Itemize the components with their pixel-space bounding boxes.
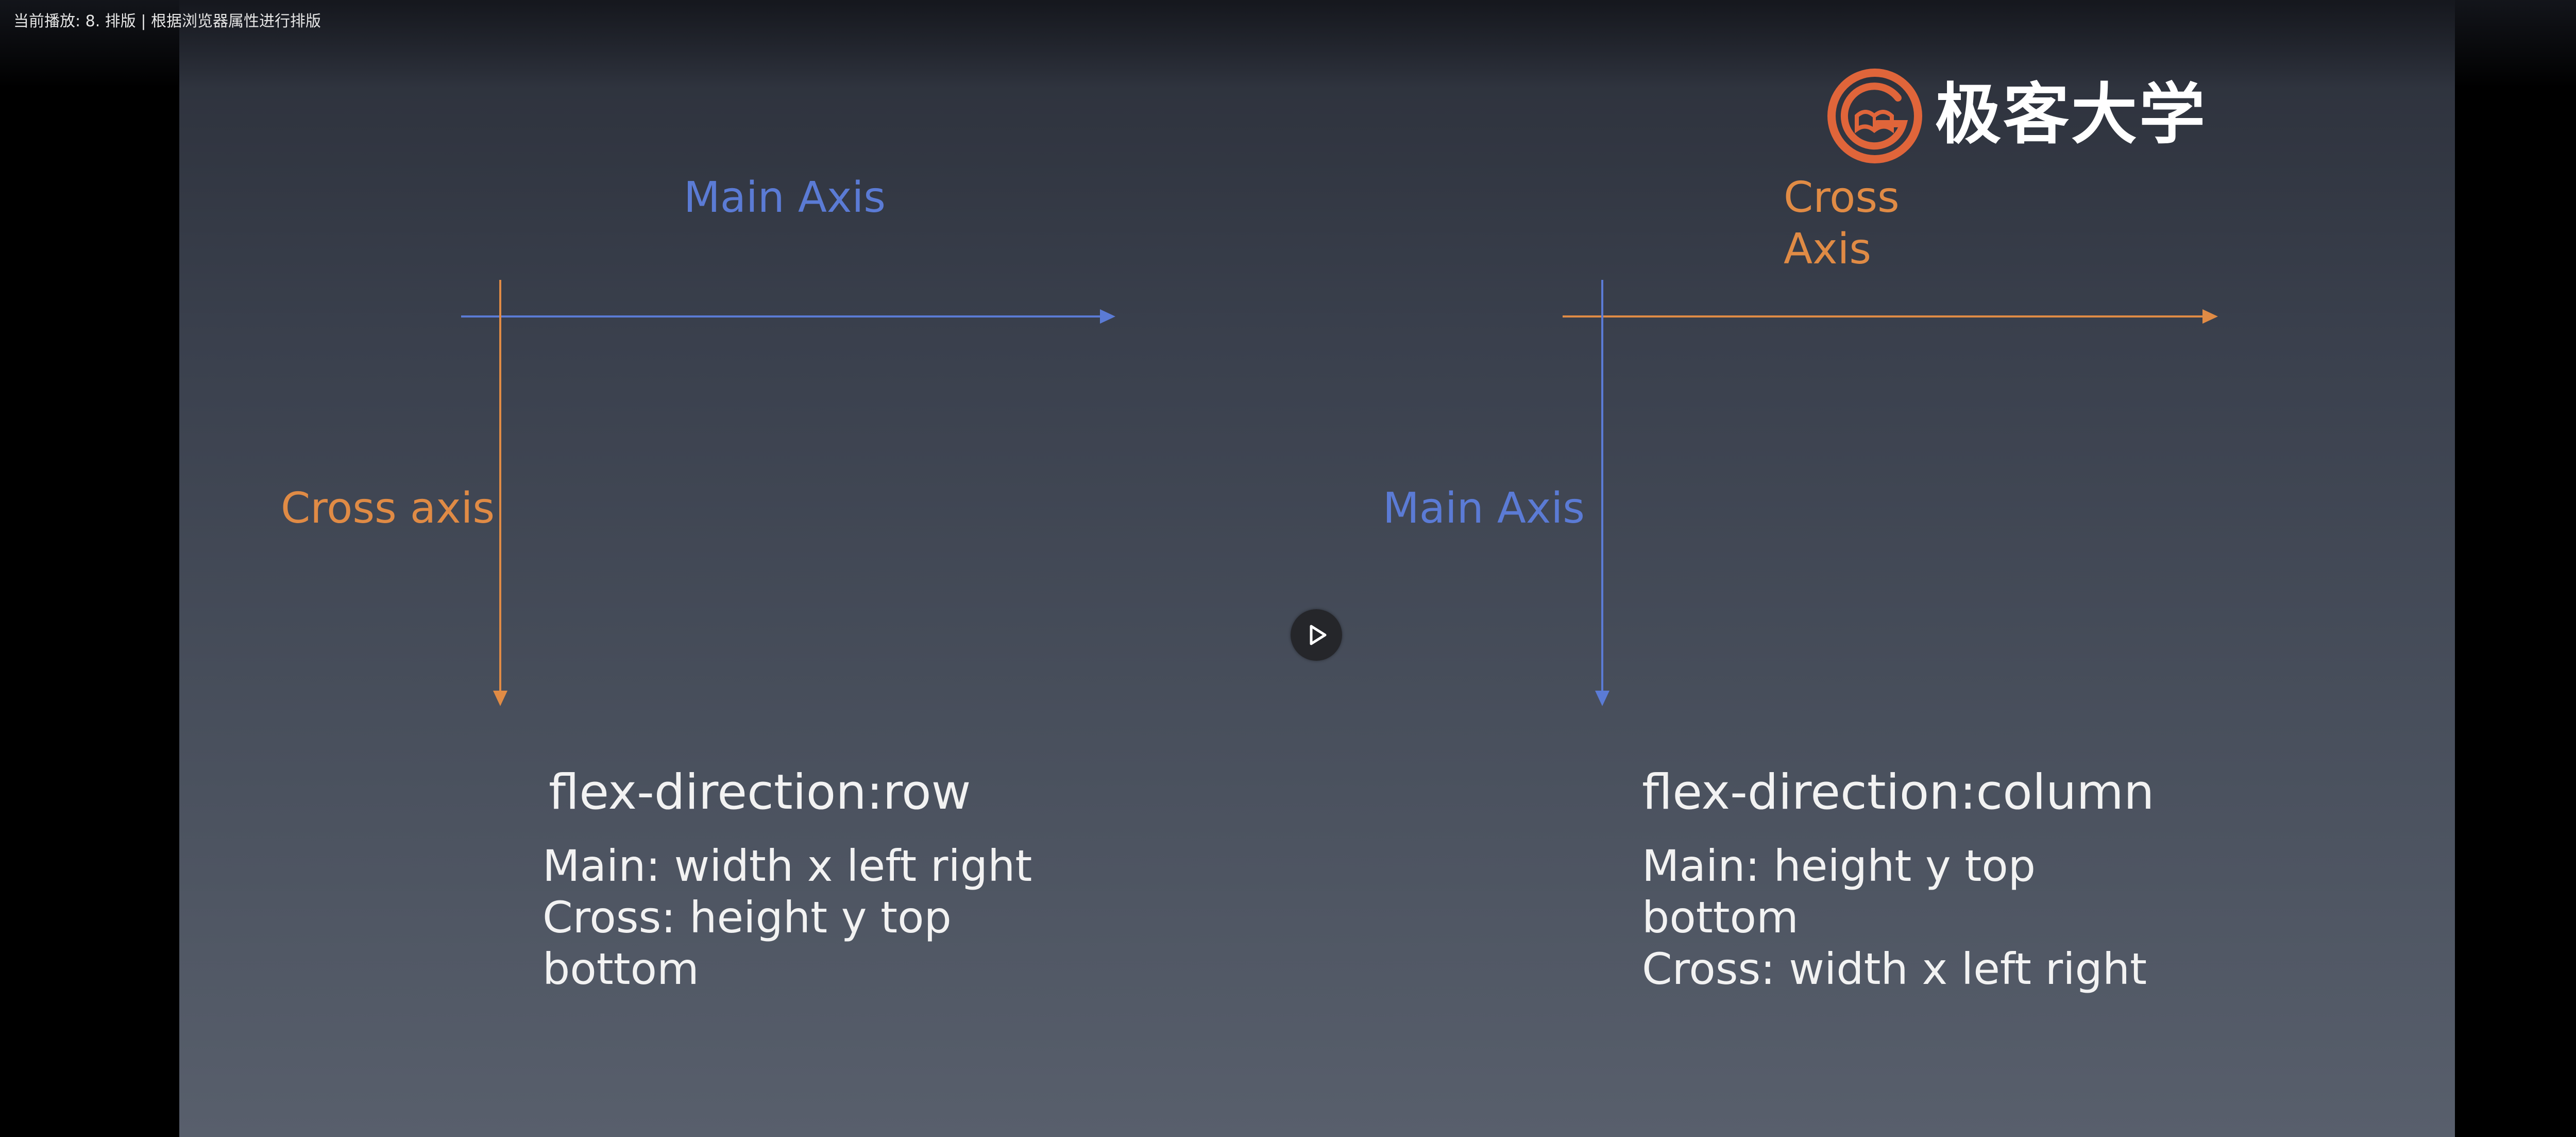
- left-cross-axis-label: Cross axis: [281, 484, 495, 533]
- left-caption-line-1: Main: width x left right: [543, 841, 1032, 891]
- logo: 极客大学: [1826, 67, 2205, 165]
- right-caption-line-2: bottom: [1642, 892, 1799, 943]
- now-playing-title: 当前播放: 8. 排版 | 根据浏览器属性进行排版: [13, 12, 321, 30]
- play-icon: [1310, 625, 1327, 645]
- right-main-axis-arrow: [1595, 280, 1609, 706]
- right-cross-axis-label-line2: Axis: [1784, 225, 1872, 274]
- right-cross-axis-label-line1: Cross: [1784, 173, 1900, 222]
- player-top-bar: [0, 0, 2576, 88]
- slide-frame: [179, 0, 2455, 1137]
- left-caption-line-2: Cross: height y top: [543, 892, 952, 943]
- left-caption-title: flex-direction:row: [549, 764, 971, 821]
- left-main-axis-label: Main Axis: [684, 173, 886, 222]
- right-caption-line-1: Main: height y top: [1642, 841, 2036, 891]
- left-caption-line-3: bottom: [543, 944, 699, 994]
- right-caption-title: flex-direction:column: [1642, 764, 2155, 821]
- left-main-axis-arrow: [461, 309, 1115, 324]
- play-button[interactable]: [1291, 609, 1342, 661]
- right-caption-line-3: Cross: width x left right: [1642, 944, 2147, 994]
- right-main-axis-label: Main Axis: [1383, 484, 1585, 533]
- logo-text: 极客大学: [1935, 76, 2208, 153]
- geek-university-logo-icon: [1827, 69, 1922, 163]
- right-cross-axis-arrow: [1563, 309, 2218, 324]
- left-cross-axis-arrow: [493, 280, 507, 706]
